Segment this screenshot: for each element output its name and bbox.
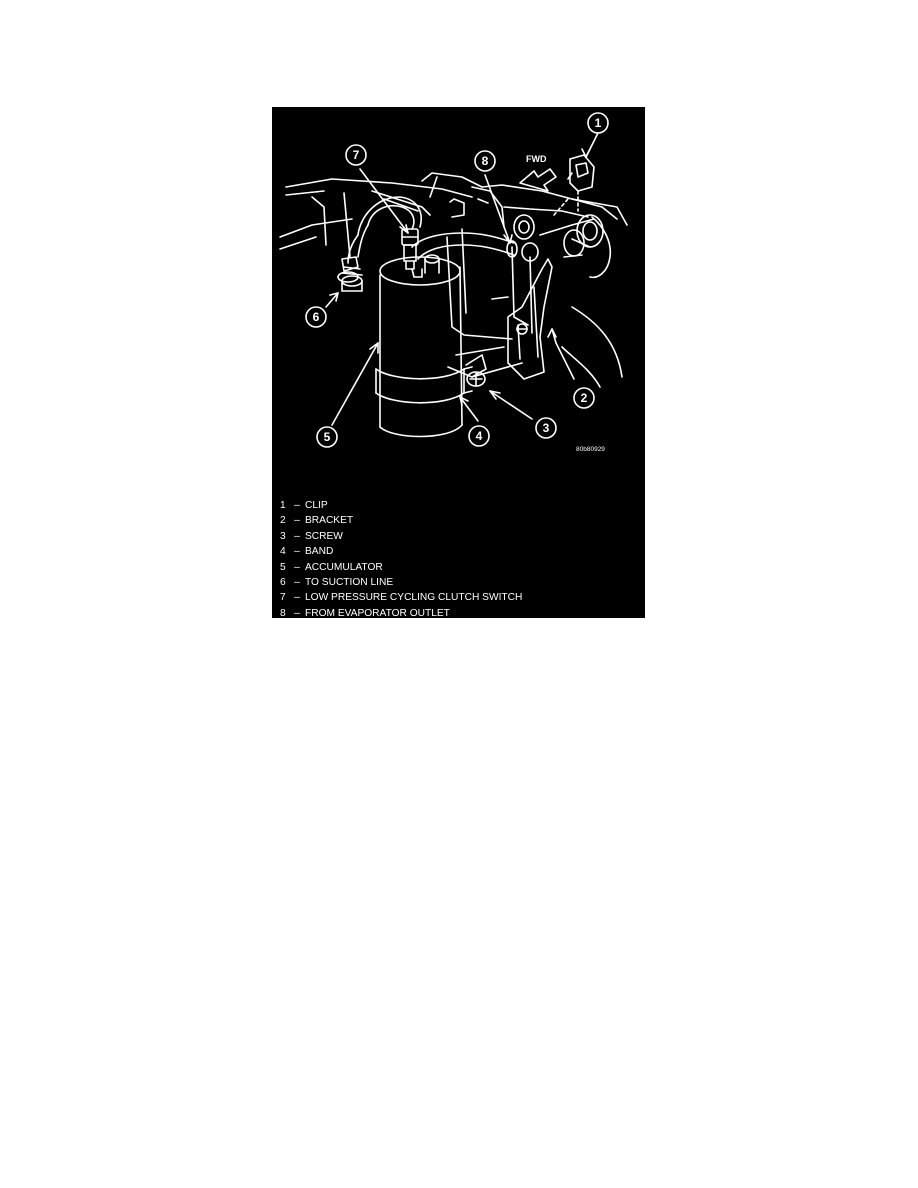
callout-5 [316, 426, 338, 448]
callout-6 [305, 306, 327, 328]
refrigerant-tubes [341, 196, 518, 292]
pressure-switch [401, 228, 419, 270]
legend-item-text: BRACKET [305, 515, 354, 527]
legend-item-dash: – [294, 561, 300, 573]
legend-item: 1–CLIP [280, 498, 522, 513]
legend-item: 5–ACCUMULATOR [280, 560, 522, 575]
legend-item-text: TO SUCTION LINE [305, 577, 394, 589]
bracket [507, 258, 553, 380]
legend-item: 6–TO SUCTION LINE [280, 575, 522, 590]
evaporator-outlet-fitting [513, 198, 604, 262]
callout-3-label: 3 [543, 421, 550, 435]
legend-item-number: 8 [280, 607, 286, 619]
legend-item-dash: – [294, 607, 300, 619]
callout-8 [474, 150, 496, 172]
legend-item-dash: – [294, 546, 300, 558]
legend-item-text: CLIP [305, 500, 328, 511]
callout-4-label: 4 [476, 429, 483, 443]
legend-item-text: FROM EVAPORATOR OUTLET [305, 607, 450, 619]
legend-item-dash: – [294, 592, 300, 604]
legend-item-number: 3 [280, 530, 286, 542]
band-screw [466, 371, 486, 387]
legend-item: 8–FROM EVAPORATOR OUTLET [280, 606, 522, 621]
callout-6-label: 6 [313, 310, 320, 324]
legend-item-text: ACCUMULATOR [305, 561, 383, 573]
callout-4 [468, 425, 490, 447]
legend-item-dash: – [294, 500, 300, 511]
callout-5-label: 5 [324, 430, 331, 444]
legend-item-text: SCREW [305, 530, 343, 542]
legend-item-number: 4 [280, 546, 286, 558]
callout-7-label: 7 [353, 148, 360, 162]
callout-markers [305, 112, 609, 448]
callout-numbers: 1 2 3 4 5 6 7 8 [313, 116, 602, 444]
legend-item: 7–LOW PRESSURE CYCLING CLUTCH SWITCH [280, 590, 522, 605]
callout-1-label: 1 [595, 116, 602, 130]
legend-item-dash: – [294, 530, 300, 542]
legend-item: 2–BRACKET [280, 513, 522, 528]
callout-2 [573, 387, 595, 409]
callout-7 [345, 144, 367, 166]
callout-1 [587, 112, 609, 134]
legend-item: 3–SCREW [280, 529, 522, 544]
legend-item-dash: – [294, 515, 300, 527]
callout-leaders [325, 132, 599, 426]
legend-item-text: BAND [305, 546, 334, 558]
mounting-band [375, 354, 487, 404]
fwd-label: FWD [526, 154, 547, 164]
callout-2-label: 2 [581, 391, 588, 405]
legend-item-number: 1 [280, 500, 286, 511]
clip [567, 154, 595, 212]
legend-item-number: 6 [280, 577, 286, 589]
callout-8-label: 8 [482, 154, 489, 168]
legend-item-number: 5 [280, 561, 286, 573]
housing-outline [279, 172, 628, 388]
callout-3 [535, 417, 557, 439]
accumulator-body [379, 254, 463, 438]
figure-code: 80b80929 [576, 446, 605, 453]
legend-item-dash: – [294, 577, 300, 589]
suction-line-fitting [337, 256, 359, 283]
legend-item: 4–BAND [280, 544, 522, 559]
legend-item-number: 7 [280, 592, 286, 604]
diagram-drawing: 1 2 3 4 5 6 7 8 FWD 80b80929 [279, 112, 628, 453]
legend-item-number: 2 [280, 515, 286, 527]
legend-item-text: LOW PRESSURE CYCLING CLUTCH SWITCH [305, 592, 523, 604]
fwd-arrow [519, 168, 557, 192]
